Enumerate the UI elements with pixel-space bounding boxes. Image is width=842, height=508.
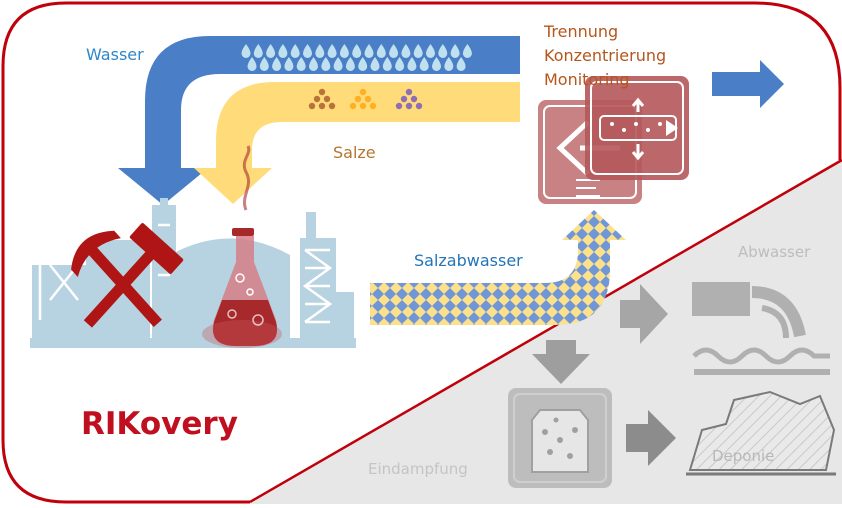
water-drop [401, 44, 411, 58]
factory-frame [38, 223, 333, 324]
water-drop [303, 44, 312, 58]
water-drop [413, 44, 423, 58]
water-drop [259, 57, 269, 71]
water-drop [419, 57, 429, 71]
water-drop [456, 57, 466, 71]
water-drop [272, 57, 282, 71]
water-drop [450, 44, 460, 58]
water-drop [426, 44, 435, 58]
water-drop [407, 57, 417, 71]
water-drop [370, 57, 380, 71]
water-drop [358, 57, 368, 71]
water-drop [333, 57, 343, 71]
frame-left [1, 1, 250, 504]
water-label: Wasser [86, 45, 144, 64]
water-drop [395, 57, 405, 71]
water-drop [278, 44, 288, 58]
filtration-icon [538, 76, 689, 204]
water-drop [309, 57, 318, 71]
evaporation-arrow [532, 340, 590, 384]
frame-diagonal [249, 158, 842, 504]
process-label: Trennung Konzentrierung Monitoring [544, 20, 666, 92]
landfill-arrow [626, 410, 676, 466]
water-drop [253, 44, 263, 58]
water-drop [241, 44, 251, 58]
water-drop [444, 57, 454, 71]
process-label-concentration: Konzentrierung [544, 46, 667, 65]
salt-wastewater-label: Salzabwasser [414, 251, 523, 270]
hammer-pick-icon [71, 223, 184, 328]
wastewater-outflow-icon [692, 282, 830, 375]
evaporator-icon [508, 388, 612, 488]
process-label-separation: Trennung [544, 22, 619, 41]
wastewater-label: Abwasser [738, 243, 811, 261]
water-drop [462, 44, 472, 58]
salt-crystals-icon [308, 88, 423, 110]
water-drop [389, 44, 399, 58]
water-drop [364, 44, 374, 58]
water-drop [339, 44, 349, 58]
salts-label: Salze [333, 143, 376, 162]
water-drop [432, 57, 441, 71]
frame-top [95, 1, 842, 160]
landfill-icon [686, 390, 836, 476]
water-arrow [118, 36, 520, 205]
evaporation-label: Eindampfung [368, 460, 468, 478]
flask-icon [202, 145, 282, 348]
water-drop [327, 44, 337, 58]
water-drop [345, 57, 355, 71]
brand-name: RIKovery [81, 406, 238, 442]
water-drop [315, 44, 325, 58]
landfill-label: Deponie [712, 447, 775, 465]
water-drop [296, 57, 306, 71]
water-drop [247, 57, 257, 71]
salt-wastewater-arrow [370, 210, 626, 325]
salt-arrow [194, 82, 520, 204]
water-drop [438, 44, 448, 58]
water-drop [284, 57, 294, 71]
process-label-monitoring: Monitoring [544, 70, 630, 89]
water-drop [266, 44, 276, 58]
water-drops-row [241, 44, 472, 71]
water-drop [352, 44, 362, 58]
water-drop [321, 57, 331, 71]
water-drop [382, 57, 392, 71]
water-drop [376, 44, 386, 58]
water-drop [290, 44, 300, 58]
wastewater-arrow [620, 284, 668, 344]
outflow-arrow-icon [712, 60, 784, 108]
